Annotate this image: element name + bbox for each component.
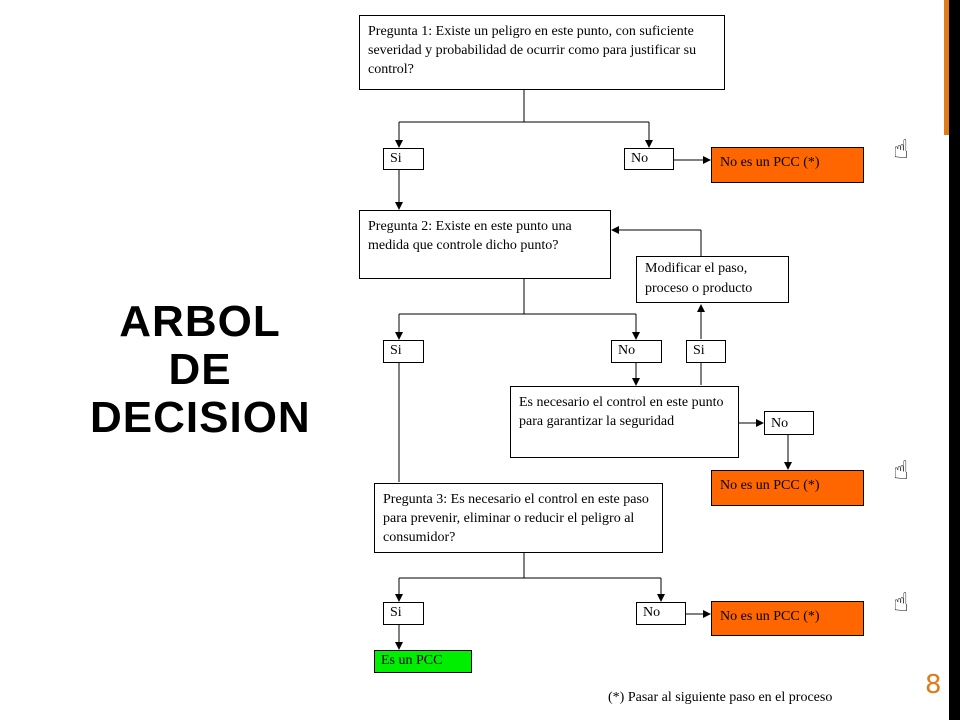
q1-no-box: No [624,148,674,170]
not-pcc-box-2: No es un PCC (*) [711,470,864,506]
q1-no-label: No [631,151,649,166]
control-question-box: Es necesario el control en este punto pa… [510,386,739,458]
q2-yes-label: Si [390,343,402,358]
q1-yes-box: Si [383,148,424,170]
question-2-text: Pregunta 2: Existe en este punto una med… [368,219,572,253]
page-title: ARBOL DE DECISION [90,298,310,442]
q3-yes-label: Si [390,605,402,620]
q2-yes-box: Si [383,340,424,363]
accent-bar [944,0,949,135]
is-pcc-label: Es un PCC [381,653,443,668]
title-line-2: DE [168,345,232,394]
question-3-text: Pregunta 3: Es necesario el control en e… [383,492,649,545]
question-2-box: Pregunta 2: Existe en este punto una med… [359,210,611,279]
q1-yes-label: Si [390,151,402,166]
question-1-box: Pregunta 1: Existe un peligro en este pu… [359,15,725,90]
control-no-box: No [764,411,814,435]
control-yes-box: Si [686,340,726,363]
not-pcc-label-1: No es un PCC (*) [720,155,820,170]
not-pcc-label-2: No es un PCC (*) [720,478,820,493]
modify-step-text: Modificar el paso, proceso o producto [645,261,753,296]
q3-yes-box: Si [383,602,424,625]
side-bar [949,0,960,720]
q3-no-box: No [636,602,686,625]
question-3-box: Pregunta 3: Es necesario el control en e… [374,483,663,553]
title-line-1: ARBOL [119,297,281,346]
title-line-3: DECISION [90,393,311,442]
question-1-text: Pregunta 1: Existe un peligro en este pu… [368,24,697,77]
not-pcc-box-3: No es un PCC (*) [711,601,864,636]
control-no-label: No [771,416,789,431]
q2-no-label: No [618,343,636,358]
q2-no-box: No [611,340,662,363]
hand-pointing-up-icon: ☝ [893,456,909,486]
footnote: (*) Pasar al siguiente paso en el proces… [608,690,833,705]
not-pcc-box-1: No es un PCC (*) [711,147,864,183]
control-question-text: Es necesario el control en este punto pa… [519,395,724,429]
hand-pointing-up-icon: ☝ [893,588,909,618]
is-pcc-box: Es un PCC [374,650,472,673]
control-yes-label: Si [693,343,705,358]
page-number: 8 [925,670,942,700]
hand-pointing-up-icon: ☝ [893,135,909,165]
modify-step-box: Modificar el paso, proceso o producto [636,256,789,303]
not-pcc-label-3: No es un PCC (*) [720,609,820,624]
q3-no-label: No [643,605,661,620]
